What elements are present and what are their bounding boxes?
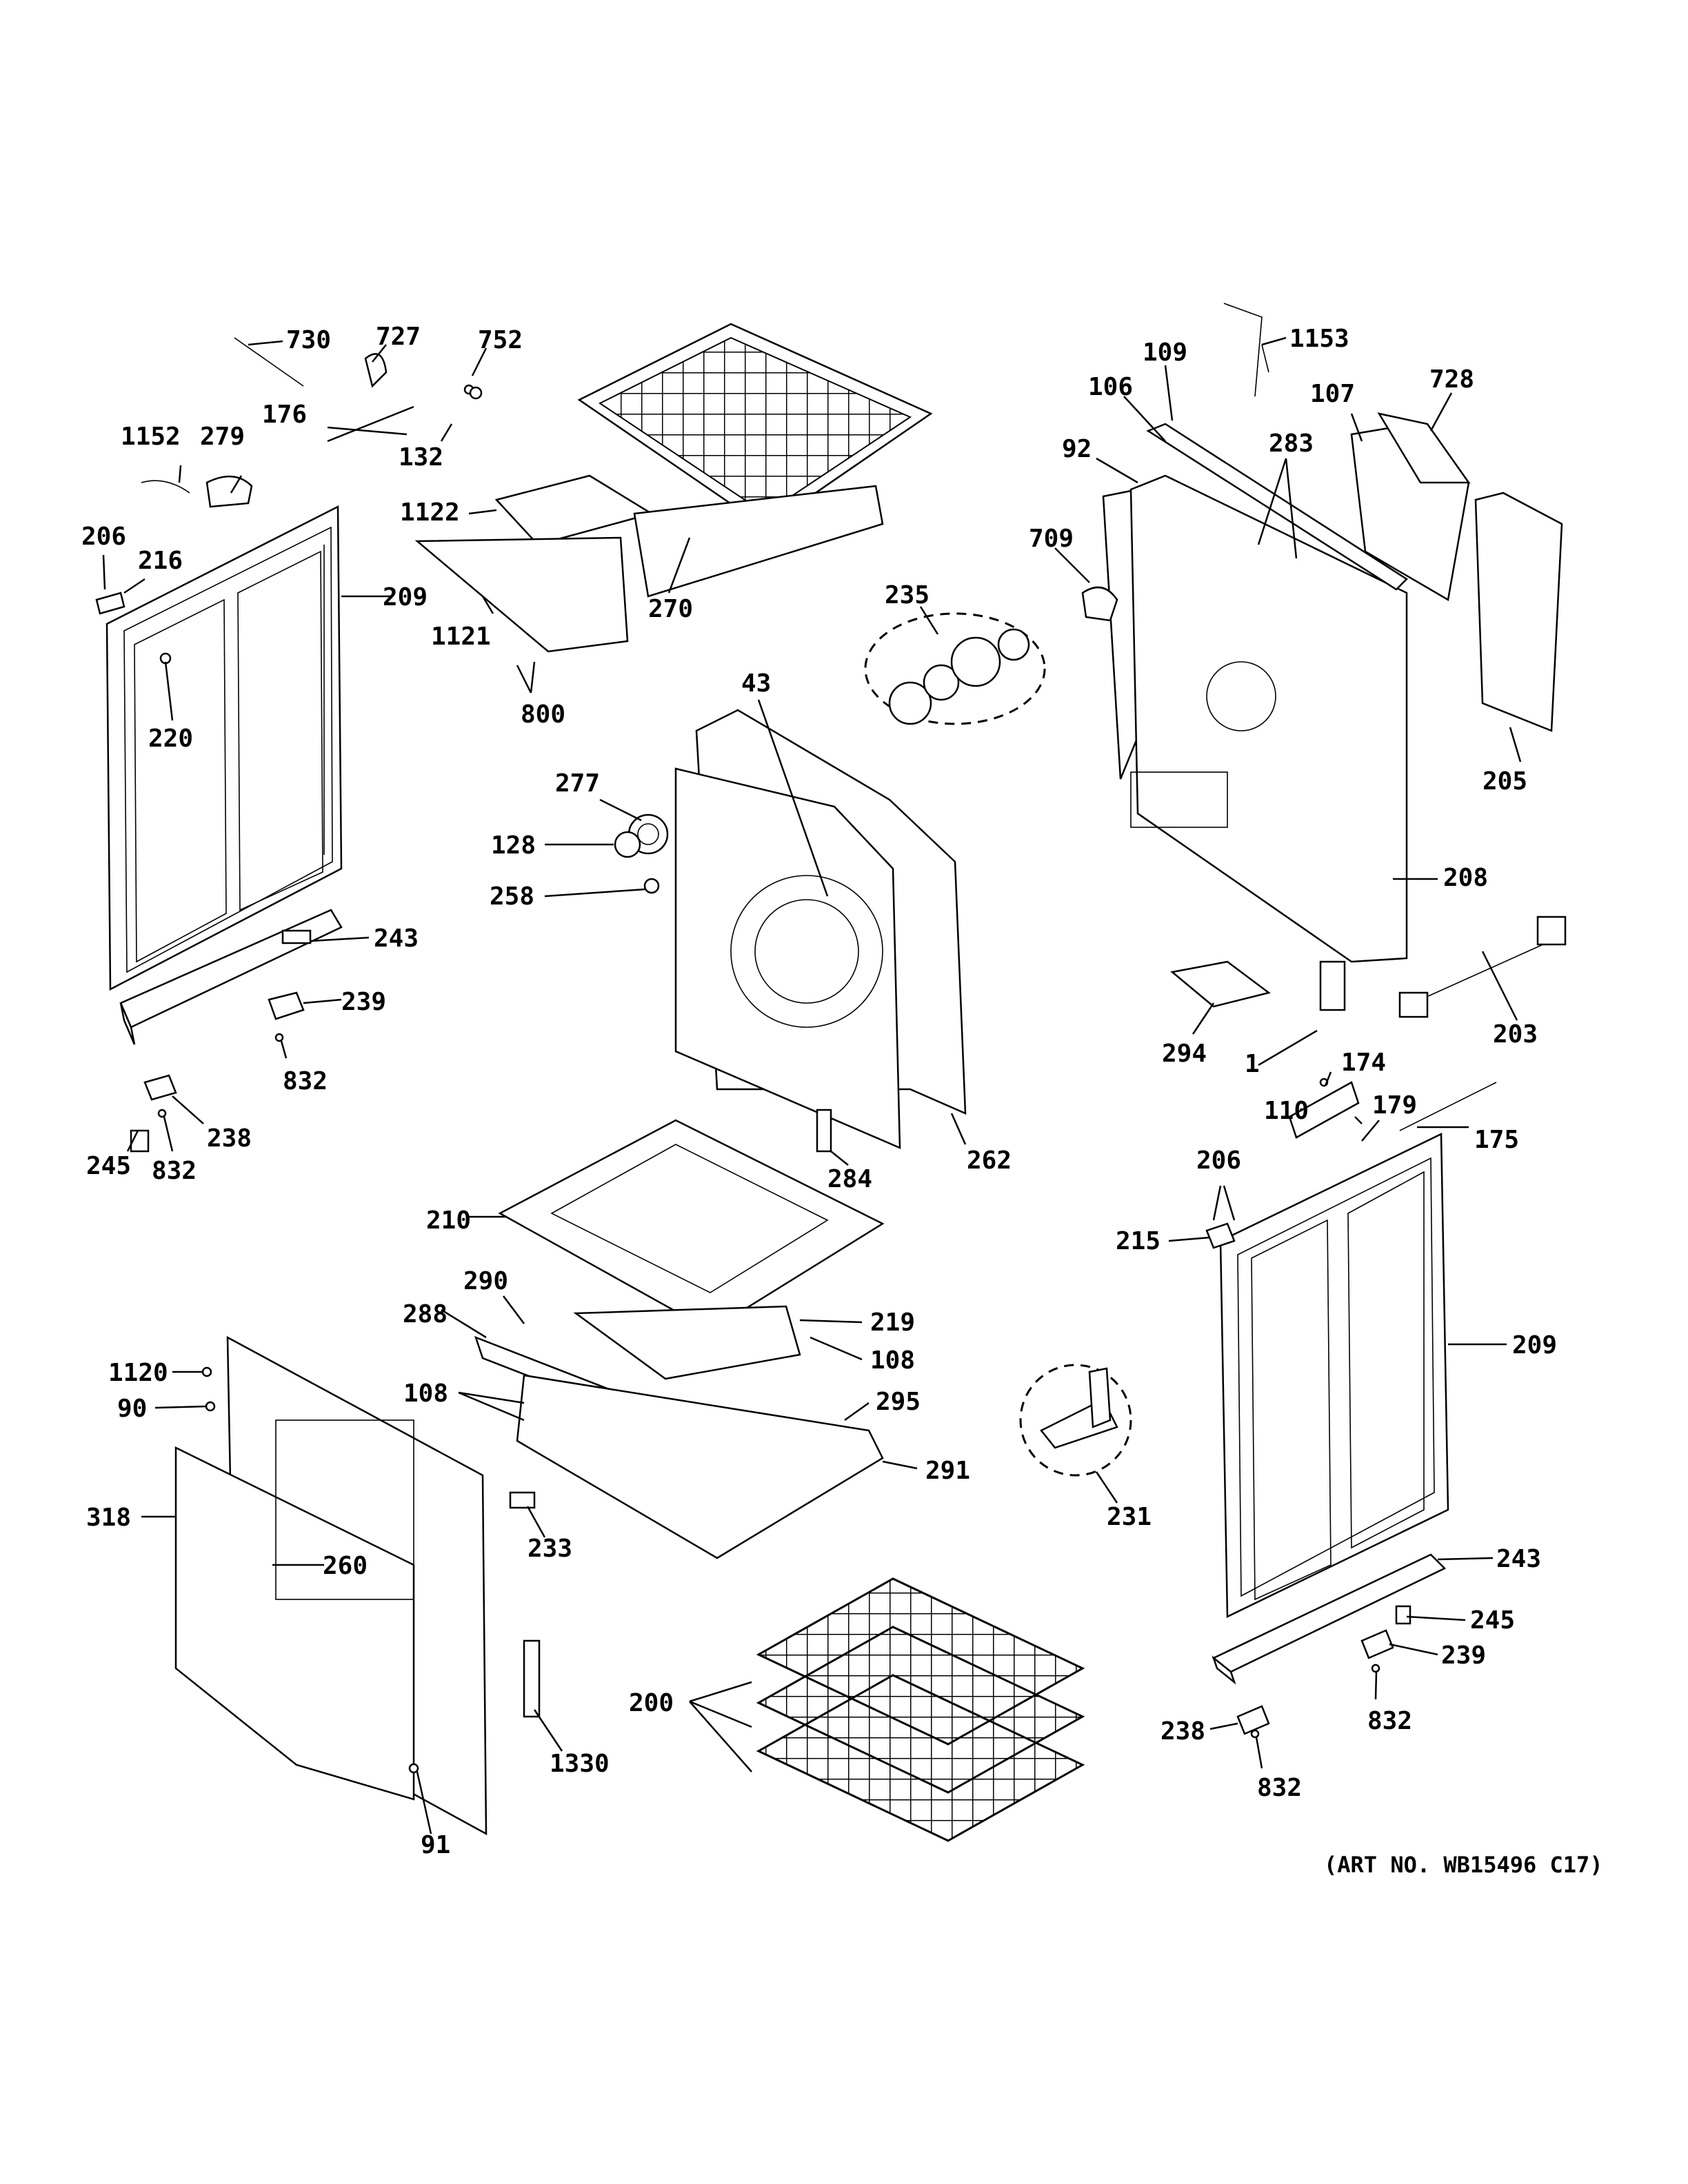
art-number-label: (ART NO. WB15496 C17) bbox=[1324, 1852, 1603, 1878]
callout-1120: 1120 bbox=[108, 1359, 168, 1387]
callout-238-b: 238 bbox=[1160, 1717, 1205, 1746]
callout-1121: 1121 bbox=[431, 623, 491, 651]
hinge-receiver bbox=[1040, 1367, 1118, 1449]
callout-219: 219 bbox=[870, 1308, 915, 1337]
callout-220: 220 bbox=[148, 725, 193, 753]
callout-110: 110 bbox=[1264, 1097, 1309, 1125]
callout-1122: 1122 bbox=[400, 498, 460, 527]
callout-239-b: 239 bbox=[1441, 1641, 1486, 1670]
callout-175: 175 bbox=[1474, 1126, 1519, 1154]
callout-200: 200 bbox=[629, 1689, 674, 1717]
element-kit-outline bbox=[864, 612, 1046, 725]
leader-lines bbox=[102, 336, 1522, 1834]
callout-91: 91 bbox=[421, 1831, 450, 1859]
callout-1153: 1153 bbox=[1289, 325, 1349, 353]
callout-1152: 1152 bbox=[121, 423, 181, 451]
oven-door bbox=[174, 1335, 541, 1836]
callout-284: 284 bbox=[827, 1165, 872, 1193]
callout-277: 277 bbox=[555, 769, 600, 798]
callout-128: 128 bbox=[491, 831, 536, 860]
callout-752: 752 bbox=[478, 326, 523, 354]
callout-43: 43 bbox=[741, 669, 771, 698]
left-small-parts bbox=[95, 337, 483, 1153]
callout-288: 288 bbox=[403, 1300, 448, 1328]
callout-245: 245 bbox=[86, 1152, 131, 1180]
callout-832-c: 832 bbox=[1367, 1707, 1412, 1735]
callout-258: 258 bbox=[490, 882, 534, 911]
callout-203: 203 bbox=[1493, 1020, 1538, 1049]
callout-832-b: 832 bbox=[152, 1157, 197, 1185]
callout-730: 730 bbox=[286, 326, 331, 354]
callout-294: 294 bbox=[1162, 1040, 1207, 1068]
oven-back-panel bbox=[674, 709, 967, 1153]
callout-832: 832 bbox=[283, 1067, 328, 1095]
callout-106: 106 bbox=[1088, 373, 1133, 401]
callout-243-b: 243 bbox=[1496, 1545, 1541, 1573]
callout-107: 107 bbox=[1310, 380, 1355, 408]
callout-279: 279 bbox=[200, 423, 245, 451]
callout-216: 216 bbox=[138, 547, 183, 575]
callout-238: 238 bbox=[207, 1124, 252, 1153]
callout-290: 290 bbox=[463, 1267, 508, 1295]
callout-174: 174 bbox=[1341, 1049, 1386, 1077]
callout-209-b: 209 bbox=[1512, 1331, 1557, 1359]
fan-parts bbox=[614, 813, 669, 894]
callout-108-b: 108 bbox=[403, 1379, 448, 1408]
oven-racks bbox=[756, 1577, 1085, 1842]
oven-bottom bbox=[474, 1119, 885, 1559]
callout-283: 283 bbox=[1269, 429, 1314, 458]
right-lower-parts bbox=[1170, 916, 1567, 1139]
callout-132: 132 bbox=[399, 443, 443, 472]
callout-209: 209 bbox=[383, 583, 428, 611]
callout-318: 318 bbox=[86, 1504, 131, 1532]
callout-243: 243 bbox=[374, 924, 419, 953]
element-kit bbox=[888, 628, 1030, 725]
callout-90: 90 bbox=[117, 1395, 147, 1423]
callout-215: 215 bbox=[1116, 1227, 1160, 1255]
callout-270: 270 bbox=[648, 595, 693, 623]
callout-260: 260 bbox=[323, 1552, 368, 1580]
callout-206-b: 206 bbox=[1196, 1146, 1241, 1175]
callout-709: 709 bbox=[1029, 525, 1074, 553]
callout-179: 179 bbox=[1372, 1091, 1417, 1120]
callout-800: 800 bbox=[521, 700, 565, 729]
callout-295: 295 bbox=[876, 1388, 921, 1416]
right-side-panel bbox=[1205, 1133, 1449, 1618]
callout-labels: 730 727 752 176 132 1152 279 206 216 209… bbox=[81, 323, 1557, 1859]
callout-206: 206 bbox=[81, 523, 126, 551]
callout-210: 210 bbox=[426, 1206, 471, 1235]
left-side-panel bbox=[106, 505, 343, 991]
callout-728: 728 bbox=[1429, 365, 1474, 394]
callout-235: 235 bbox=[885, 581, 930, 609]
callout-205: 205 bbox=[1483, 767, 1527, 796]
callout-92: 92 bbox=[1062, 435, 1092, 463]
callout-208: 208 bbox=[1443, 864, 1488, 892]
callout-109: 109 bbox=[1143, 338, 1187, 367]
right-side-components bbox=[1081, 303, 1563, 963]
cavity-top bbox=[414, 323, 933, 653]
callout-239: 239 bbox=[341, 988, 386, 1016]
callout-727: 727 bbox=[376, 323, 421, 351]
callout-1: 1 bbox=[1245, 1050, 1260, 1078]
callout-832-d: 832 bbox=[1257, 1774, 1302, 1802]
callout-233: 233 bbox=[528, 1535, 572, 1563]
callout-245-b: 245 bbox=[1470, 1606, 1515, 1635]
hinge-receiver-outline bbox=[1019, 1364, 1132, 1477]
callout-1330: 1330 bbox=[550, 1750, 610, 1778]
right-bottom-bracket bbox=[1212, 1553, 1447, 1739]
callout-262: 262 bbox=[967, 1146, 1012, 1175]
callout-291: 291 bbox=[925, 1457, 970, 1485]
left-bottom-bracket bbox=[119, 909, 343, 1045]
callout-108: 108 bbox=[870, 1346, 915, 1375]
callout-176: 176 bbox=[262, 401, 307, 429]
callout-231: 231 bbox=[1107, 1503, 1152, 1531]
